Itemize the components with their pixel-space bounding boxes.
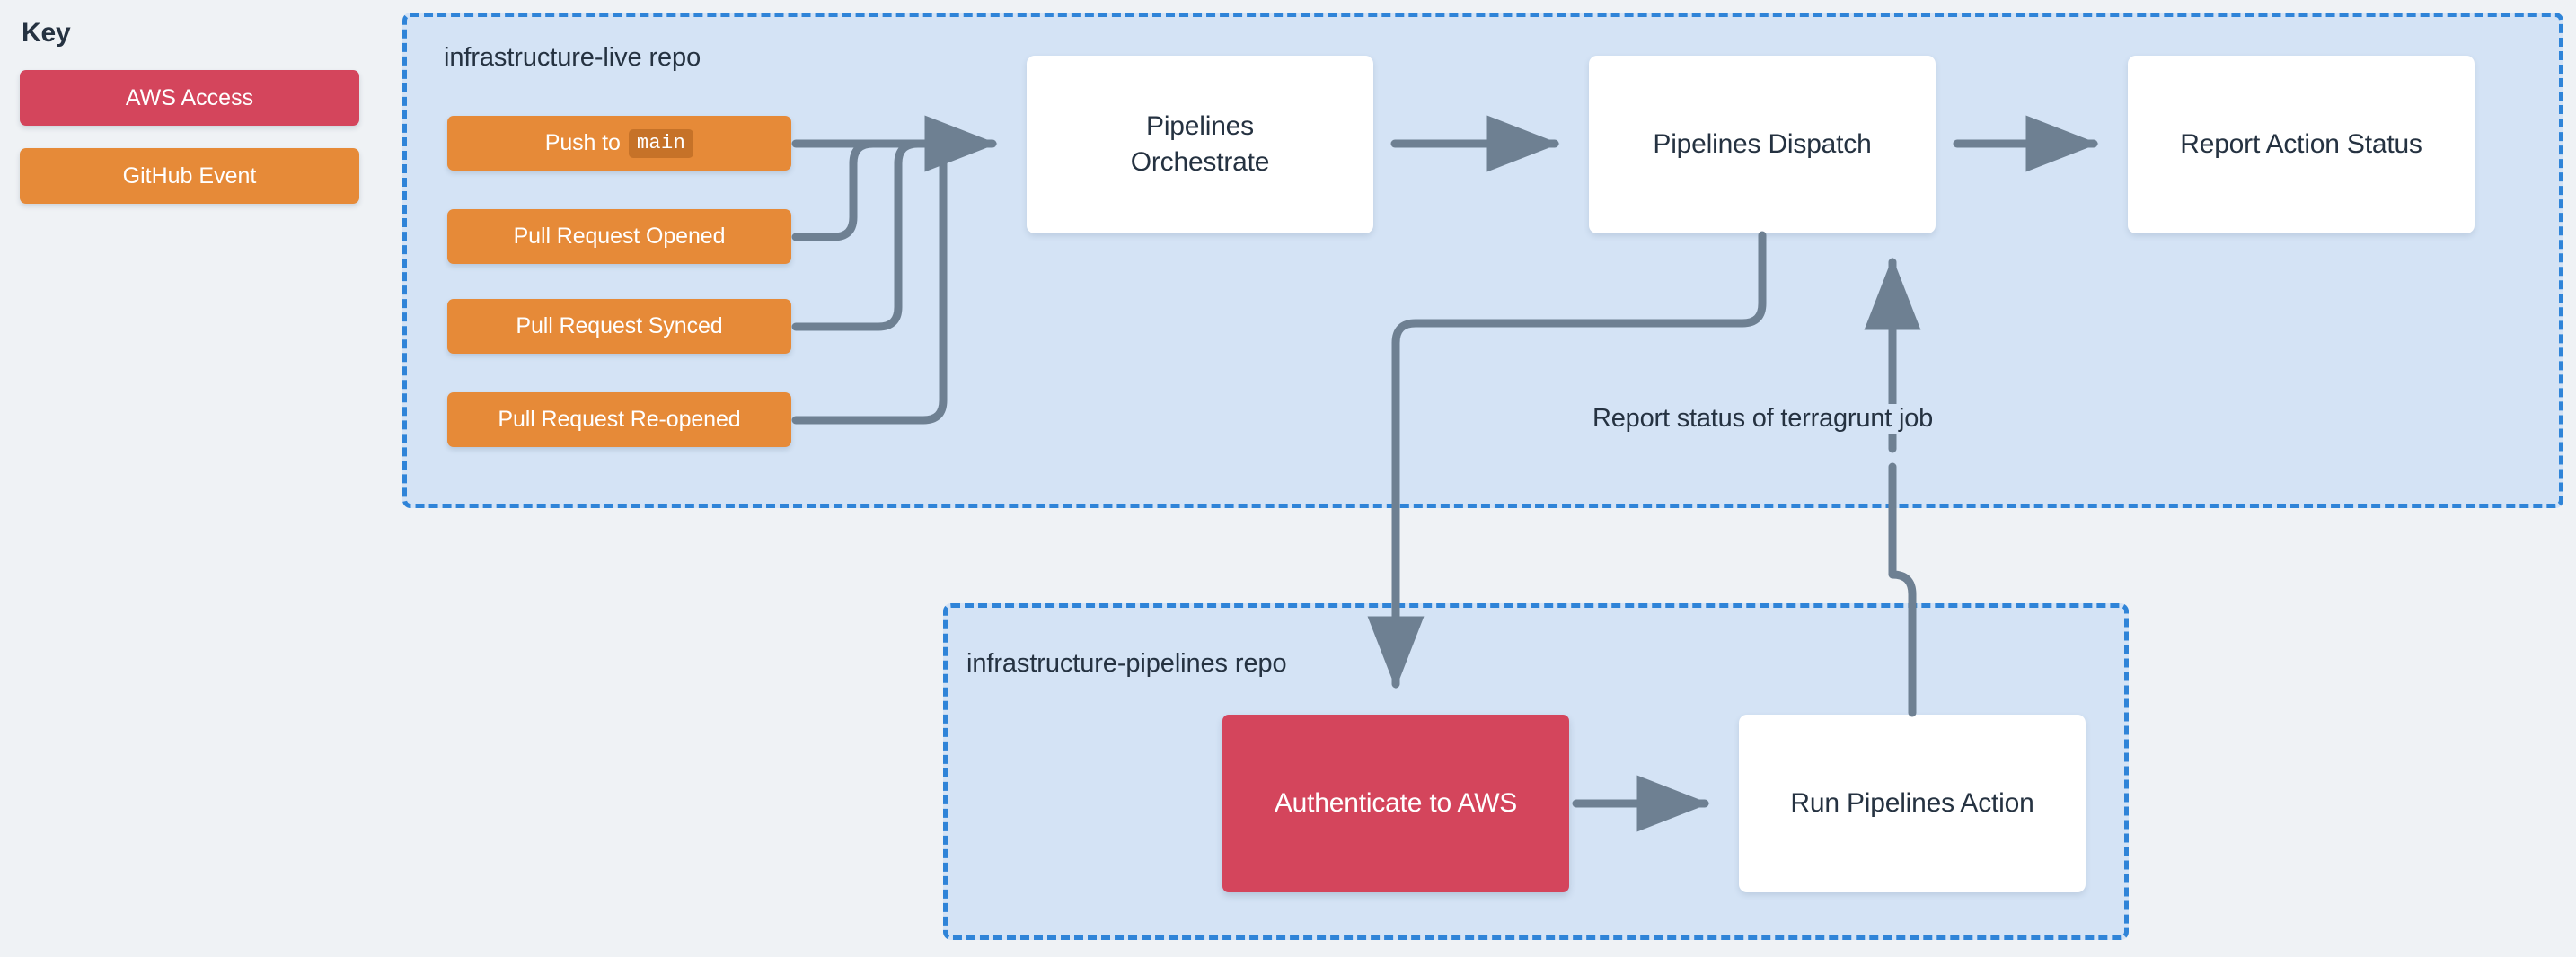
group-label-infrastructure-live: infrastructure-live repo (444, 43, 701, 72)
process-label-line-2: Orchestrate (1130, 147, 1270, 177)
edge-label-report-status-of-terragrunt-job: Report status of terragrunt job (1584, 404, 1943, 434)
key-title: Key (22, 18, 71, 48)
process-label-authenticate-to-aws: Authenticate to AWS (1274, 788, 1518, 818)
process-label-pipelines-orchestrate: Pipelines Orchestrate (1131, 109, 1270, 180)
legend-label-github-event: GitHub Event (122, 162, 257, 189)
legend-label-aws-access: AWS Access (125, 84, 254, 110)
event-node-pull-request-synced[interactable]: Pull Request Synced (447, 299, 791, 354)
process-node-pipelines-orchestrate[interactable]: Pipelines Orchestrate (1027, 56, 1373, 233)
process-label-pipelines-dispatch: Pipelines Dispatch (1653, 128, 1872, 159)
group-label-infrastructure-pipelines: infrastructure-pipelines repo (966, 649, 1287, 678)
process-label-run-pipelines-action: Run Pipelines Action (1790, 787, 2034, 818)
key-legend: Key AWS Access GitHub Event (20, 18, 359, 226)
event-label-pull-request-reopened: Pull Request Re-opened (498, 407, 741, 432)
branch-name-chip: main (628, 128, 694, 158)
event-node-pull-request-reopened[interactable]: Pull Request Re-opened (447, 392, 791, 447)
legend-item-github-event: GitHub Event (20, 148, 359, 204)
event-label-push-to-main: Push to (544, 130, 621, 155)
legend-item-aws-access: AWS Access (20, 70, 359, 126)
process-node-authenticate-to-aws[interactable]: Authenticate to AWS (1222, 715, 1569, 892)
process-node-run-pipelines-action[interactable]: Run Pipelines Action (1739, 715, 2086, 892)
process-node-pipelines-dispatch[interactable]: Pipelines Dispatch (1589, 56, 1936, 233)
event-node-push-to-main[interactable]: Push to main (447, 116, 791, 171)
process-node-report-action-status[interactable]: Report Action Status (2128, 56, 2475, 233)
process-label-report-action-status: Report Action Status (2180, 128, 2422, 159)
event-node-pull-request-opened[interactable]: Pull Request Opened (447, 209, 791, 264)
process-label-line-1: Pipelines (1146, 110, 1254, 141)
event-label-pull-request-synced: Pull Request Synced (516, 313, 723, 338)
event-label-pull-request-opened: Pull Request Opened (513, 224, 726, 249)
